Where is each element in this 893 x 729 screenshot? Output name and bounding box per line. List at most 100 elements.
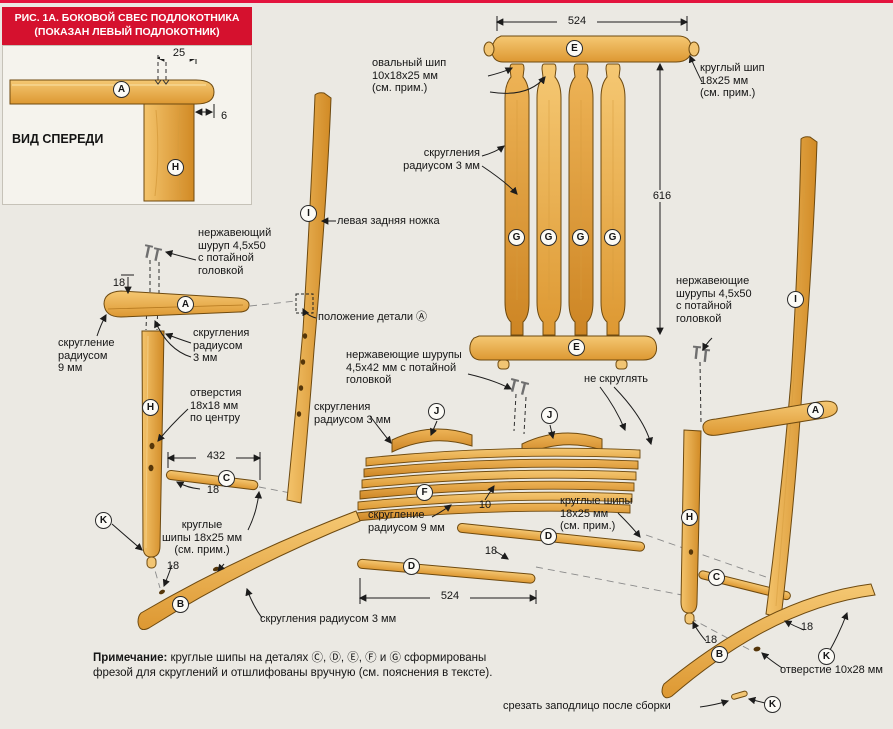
seat-slat [365, 447, 641, 467]
leader-arrows [96, 54, 849, 708]
dim-18-armrest: 18 [112, 277, 126, 289]
round-tenon [688, 41, 700, 57]
badge-i-right: I [787, 291, 804, 308]
round-tenon [497, 359, 510, 370]
dowel-peg [731, 690, 748, 700]
badge-a-inset: A [113, 81, 130, 98]
screw-icon [520, 381, 530, 395]
badge-h-right: H [681, 509, 698, 526]
badge-k-right-top: K [818, 648, 835, 665]
badge-e-bottom: E [568, 339, 585, 356]
label-position-a: положение детали Ⓐ [318, 311, 428, 323]
badge-g-4: G [604, 229, 621, 246]
badge-g-2: G [540, 229, 557, 246]
label-fillet-r9-seat: скругление радиусом 9 мм [368, 509, 445, 534]
label-cut-flush: срезать заподлицо после сборки [503, 700, 671, 712]
armrest-position-outline [295, 293, 314, 314]
dim-6: 6 [220, 110, 228, 122]
inset-front-leg [143, 103, 195, 202]
badge-c-right: C [708, 569, 725, 586]
footnote: Примечание: круглые шипы на деталях Ⓒ, Ⓓ… [93, 651, 598, 681]
stretcher-c-left [165, 470, 259, 491]
figure-title: РИС. 1А. БОКОВОЙ СВЕС ПОДЛОКОТНИКА (ПОКА… [2, 7, 252, 45]
dim-25: 25 [160, 47, 198, 60]
stretcher-d-front [357, 558, 536, 584]
label-screws-45x50-right: нержавеющие шурупы 4,5х50 с потайной гол… [676, 275, 752, 325]
badge-d-rear: D [540, 528, 557, 545]
footnote-lead: Примечание: [93, 652, 168, 664]
right-rocker [661, 583, 876, 699]
badge-d-front: D [403, 558, 420, 575]
badge-i-left: I [300, 205, 317, 222]
round-tenon [615, 359, 628, 370]
wood-parts [9, 35, 876, 700]
label-screw-45x50-left: нержавеющий шуруп 4,5х50 с потайной голо… [198, 227, 272, 277]
dim-10-seat: 10 [478, 499, 492, 511]
dim-18-stretcher-c: 18 [206, 484, 220, 496]
front-view-label: ВИД СПЕРЕДИ [12, 132, 104, 146]
back-bottom-rail [469, 335, 658, 361]
inset-armrest [9, 79, 215, 105]
screw-icon [144, 244, 154, 258]
screw-icon [510, 378, 520, 392]
badge-k-right-bottom: K [764, 696, 781, 713]
label-round-tenons-left: круглые шипы 18х25 мм (см. прим.) [161, 519, 243, 557]
label-holes-18x18: отверстия 18х18 мм по центру [190, 387, 242, 425]
dim-18-rocker-left: 18 [166, 560, 180, 572]
badge-k-left: K [95, 512, 112, 529]
dim-18-stretcher-d: 18 [484, 545, 498, 557]
label-round-tenons-mid: круглые шипы 18х25 мм (см. прим.) [560, 495, 633, 533]
seat-rail-j [391, 428, 473, 453]
screw-icon [692, 345, 702, 360]
dim-616: 616 [642, 190, 682, 203]
badge-g-1: G [508, 229, 525, 246]
label-oval-tenon: овальный шип 10х18х25 мм (см. прим.) [372, 57, 447, 95]
badge-e-top: E [566, 40, 583, 57]
badge-h-inset: H [167, 159, 184, 176]
dim-18-right-leg: 18 [704, 634, 718, 646]
right-rear-leg [765, 136, 818, 619]
label-fillets-r3-bottom: скругления радиусом 3 мм [260, 613, 397, 625]
label-fillet-r9-left: скругление радиусом 9 мм [58, 337, 115, 375]
back-top-rail [491, 35, 693, 63]
screw-icon [153, 247, 163, 261]
top-red-rule [0, 0, 893, 3]
badge-h-left: H [142, 399, 159, 416]
badge-j-1: J [428, 403, 445, 420]
right-armrest [702, 400, 838, 436]
label-left-rear-leg: левая задняя ножка [337, 215, 440, 227]
badge-b-right: B [711, 646, 728, 663]
screw-icon [701, 348, 711, 363]
dim-432: 432 [196, 450, 236, 463]
round-tenon [684, 612, 695, 625]
badge-g-3: G [572, 229, 589, 246]
front-view-inset [2, 45, 252, 205]
badge-c-left: C [218, 470, 235, 487]
screws [144, 79, 711, 395]
label-fillets-r3-left: скругления радиусом 3 мм [193, 327, 250, 365]
badge-b-left: B [172, 596, 189, 613]
badge-f: F [416, 484, 433, 501]
left-rear-leg [286, 92, 332, 504]
round-tenon [146, 556, 157, 569]
badge-j-2: J [541, 407, 558, 424]
footnote-body: круглые шипы на деталях Ⓒ, Ⓓ, Ⓔ, Ⓕ и Ⓖ с… [93, 652, 493, 679]
label-fillets-r3-top: скругления радиусом 3 мм [403, 147, 480, 172]
label-no-round: не скруглять [584, 373, 648, 385]
label-screws-45x42: нержавеющие шурупы 4,5х42 мм с потайной … [346, 349, 462, 387]
dim-18-right-rocker: 18 [800, 621, 814, 633]
label-round-tenon: круглый шип 18х25 мм (см. прим.) [700, 62, 765, 100]
dim-524-bottom: 524 [430, 590, 470, 603]
badge-a-left: A [177, 296, 194, 313]
left-rocker [137, 510, 361, 630]
figure-title-line2: (ПОКАЗАН ЛЕВЫЙ ПОДЛОКОТНИК) [34, 26, 220, 38]
left-armrest [103, 290, 250, 318]
label-hole-10x28: отверстие 10х28 мм [780, 664, 883, 676]
seat-slat [361, 469, 637, 489]
dim-524-top: 524 [557, 15, 597, 28]
seat-slat [363, 458, 639, 478]
figure-title-line1: РИС. 1А. БОКОВОЙ СВЕС ПОДЛОКОТНИКА [14, 12, 240, 25]
badge-a-right: A [807, 402, 824, 419]
